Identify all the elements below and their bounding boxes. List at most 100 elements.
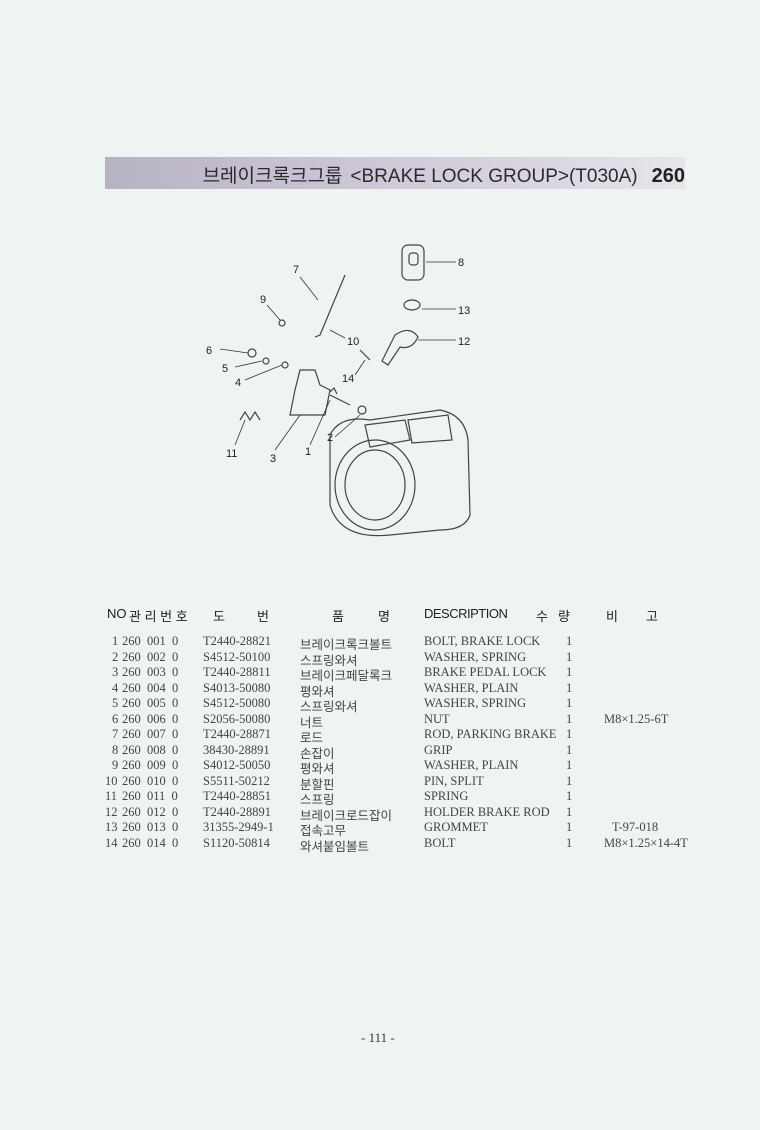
header-mgmt-no: 관 리 번 호 [129, 609, 188, 624]
part-name-ko: 브레이크록크볼트 [300, 638, 393, 652]
part-no: S4013-50080 [203, 680, 271, 695]
quantity: 1 [566, 804, 573, 819]
callout-7: 7 [293, 264, 299, 276]
callout-2: 2 [327, 432, 333, 444]
row-no: 3 [112, 665, 119, 679]
grommet [403, 299, 421, 311]
part-no: S4512-50100 [203, 649, 271, 664]
quantity: 1 [566, 649, 573, 664]
quantity: 1 [566, 742, 573, 757]
mgmt-no: 260 001 0 [122, 634, 179, 648]
part-no: T2440-28871 [203, 727, 272, 741]
transmission-housing [329, 409, 471, 537]
brake-pedal-lock [289, 369, 331, 416]
callout-4: 4 [235, 377, 241, 389]
callout-11: 11 [226, 448, 237, 460]
mgmt-no: 260 007 0 [122, 727, 179, 741]
quantity: 1 [566, 820, 573, 834]
title-bar: 브레이크록크그룹<BRAKE LOCK GROUP>(T030A) 260 [105, 161, 685, 188]
part-name-ko: 브레이크페달록크 [300, 669, 393, 683]
description: WASHER, PLAIN [424, 680, 519, 695]
description: GRIP [424, 742, 453, 757]
row-no: 7 [112, 727, 119, 741]
mgmt-no: 260 006 0 [122, 711, 179, 726]
header-name-2: 명 [378, 609, 390, 624]
mgmt-no: 260 004 0 [122, 680, 179, 695]
part-name-ko: 분할핀 [300, 777, 335, 792]
part-name-ko: 평와셔 [300, 684, 335, 699]
remarks: M8×1.25×14-4T [604, 835, 688, 850]
row-no: 9 [112, 758, 119, 772]
mgmt-no: 260 009 0 [122, 758, 179, 772]
part-no: T2440-28811 [203, 665, 271, 679]
row-no: 12 [105, 804, 118, 819]
callout-6: 6 [206, 345, 212, 357]
callout-1: 1 [305, 446, 311, 458]
part-name-ko: 스프링 [300, 793, 335, 807]
part-name-ko: 로드 [300, 731, 324, 745]
mgmt-no: 260 014 0 [122, 835, 179, 850]
grip [401, 244, 425, 281]
part-name-ko: 접속고무 [300, 824, 347, 838]
row-no: 1 [112, 634, 119, 648]
remarks: T-97-018 [612, 820, 659, 834]
header-drawing-no-1: 도 [213, 609, 225, 624]
mgmt-no: 260 002 0 [122, 649, 179, 664]
callout-5: 5 [222, 363, 228, 375]
header-description: DESCRIPTION [424, 606, 508, 621]
part-no: S1120-50814 [203, 835, 270, 850]
part-name-ko: 브레이크로드잡이 [300, 808, 393, 823]
quantity: 1 [566, 680, 573, 695]
description: BRAKE PEDAL LOCK [424, 665, 547, 679]
quantity: 1 [566, 634, 573, 648]
mgmt-no: 260 008 0 [122, 742, 179, 757]
description: ROD, PARKING BRAKE [424, 727, 557, 741]
row-no: 5 [112, 696, 119, 710]
quantity: 1 [566, 665, 573, 679]
remarks: M8×1.25-6T [604, 711, 669, 726]
mgmt-no: 260 005 0 [122, 696, 179, 710]
row-no: 2 [112, 649, 119, 664]
quantity: 1 [566, 758, 573, 772]
row-no: 6 [112, 711, 119, 726]
callout-13: 13 [458, 305, 470, 317]
page-title: 브레이크록크그룹<BRAKE LOCK GROUP>(T030A) [203, 161, 638, 188]
description: NUT [424, 711, 450, 726]
callout-12: 12 [458, 336, 470, 348]
header-drawing-no-2: 번 [257, 609, 269, 624]
description: HOLDER BRAKE ROD [424, 804, 550, 819]
mgmt-no: 260 010 0 [122, 773, 179, 788]
title-korean: 브레이크록크그룹 [202, 166, 343, 187]
header-remarks-2: 고 [646, 609, 658, 624]
group-number: 260 [651, 165, 685, 187]
row-no: 13 [105, 820, 118, 834]
part-name-ko: 와셔붙임볼트 [300, 839, 370, 854]
quantity: 1 [566, 711, 573, 726]
quantity: 1 [566, 835, 573, 850]
part-name-ko: 손잡이 [300, 746, 335, 761]
description: BOLT [424, 835, 456, 850]
quantity: 1 [566, 727, 573, 741]
description: BOLT, BRAKE LOCK [424, 634, 541, 648]
bolt [329, 386, 351, 406]
title-band [105, 157, 685, 189]
part-name-ko: 평와셔 [300, 762, 335, 776]
part-no: 31355-2949-1 [203, 820, 274, 834]
part-no: T2440-28821 [203, 634, 272, 648]
page-number: - 111 - [361, 1030, 395, 1045]
description: GROMMET [424, 820, 488, 834]
description: WASHER, SPRING [424, 649, 527, 664]
part-name-ko: 스프링와셔 [300, 653, 358, 668]
header-qty-1: 수 [536, 609, 548, 624]
callout-14: 14 [342, 373, 354, 385]
mgmt-no: 260 013 0 [122, 820, 179, 834]
part-no: S5511-50212 [203, 773, 270, 788]
mgmt-no: 260 011 0 [122, 789, 178, 803]
row-no: 11 [105, 789, 118, 803]
part-no: S4012-50050 [203, 758, 271, 772]
quantity: 1 [566, 773, 573, 788]
part-name-ko: 너트 [300, 715, 324, 730]
callout-3: 3 [270, 453, 276, 465]
row-no: 14 [105, 835, 118, 850]
